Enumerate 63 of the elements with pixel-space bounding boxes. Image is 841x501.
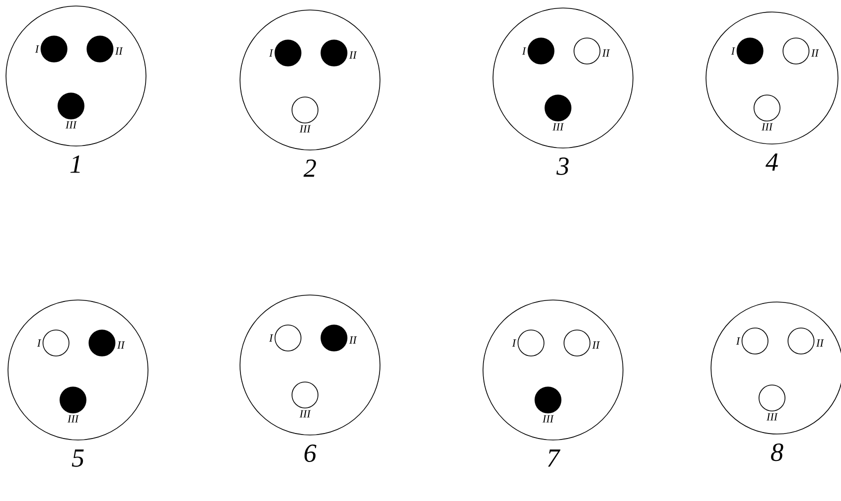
figure-number: 4 [766,154,778,171]
filled-dot [58,92,84,120]
figure-number: 3 [556,158,569,175]
roman-label: I [35,45,40,53]
roman-label: II [816,339,824,347]
roman-label: III [766,413,778,420]
roman-label: I [269,49,274,57]
filled-dot [528,38,554,64]
filled-dot [736,38,764,64]
roman-label: I [736,337,740,345]
filled-dot [320,324,348,352]
filled-dot [88,330,116,356]
open-circle [788,328,814,354]
filled-dot [320,40,348,66]
open-circle [518,330,544,356]
outer-circle [240,10,380,150]
open-circle [758,384,786,412]
outer-circle [492,8,634,148]
figure-number: 6 [304,444,316,462]
open-circle [274,324,302,352]
figure-number: 2 [304,160,316,177]
roman-label: I [37,339,42,347]
roman-label: I [731,47,736,55]
filled-dot [274,40,302,66]
open-circle [782,38,810,64]
filled-dot [544,94,572,122]
roman-label: III [67,415,79,422]
roman-label: III [65,121,77,128]
outer-circle [706,12,838,144]
open-circle [42,330,70,356]
figure-number: 7 [548,450,560,467]
roman-label: III [761,123,773,130]
roman-label: III [299,410,311,418]
open-circle [292,96,318,124]
outer-circle [6,6,146,146]
roman-label: I [512,339,516,347]
roman-label: II [592,341,600,349]
open-circle [754,94,780,122]
open-circle [574,38,600,64]
filled-dot [40,36,68,62]
roman-label: II [811,49,819,57]
outer-circle [8,300,148,440]
filled-dot [60,386,86,414]
roman-label: II [117,341,125,349]
roman-label: III [552,123,564,130]
roman-label: II [115,47,123,55]
roman-label: II [602,49,610,57]
figure-number: 1 [70,156,80,173]
open-circle [564,330,590,356]
outer-circle [240,294,380,436]
filled-dot [86,36,114,62]
open-circle [742,328,768,354]
roman-label: III [542,415,554,422]
outer-circle [482,300,624,440]
figure-number: 8 [771,444,784,462]
roman-label: III [299,125,311,132]
filled-dot [534,386,562,414]
figure-number: 5 [72,450,84,467]
open-circle [292,382,318,408]
roman-label: I [522,47,526,55]
roman-label: I [269,334,274,342]
roman-label: II [349,336,357,344]
roman-label: II [349,51,357,59]
